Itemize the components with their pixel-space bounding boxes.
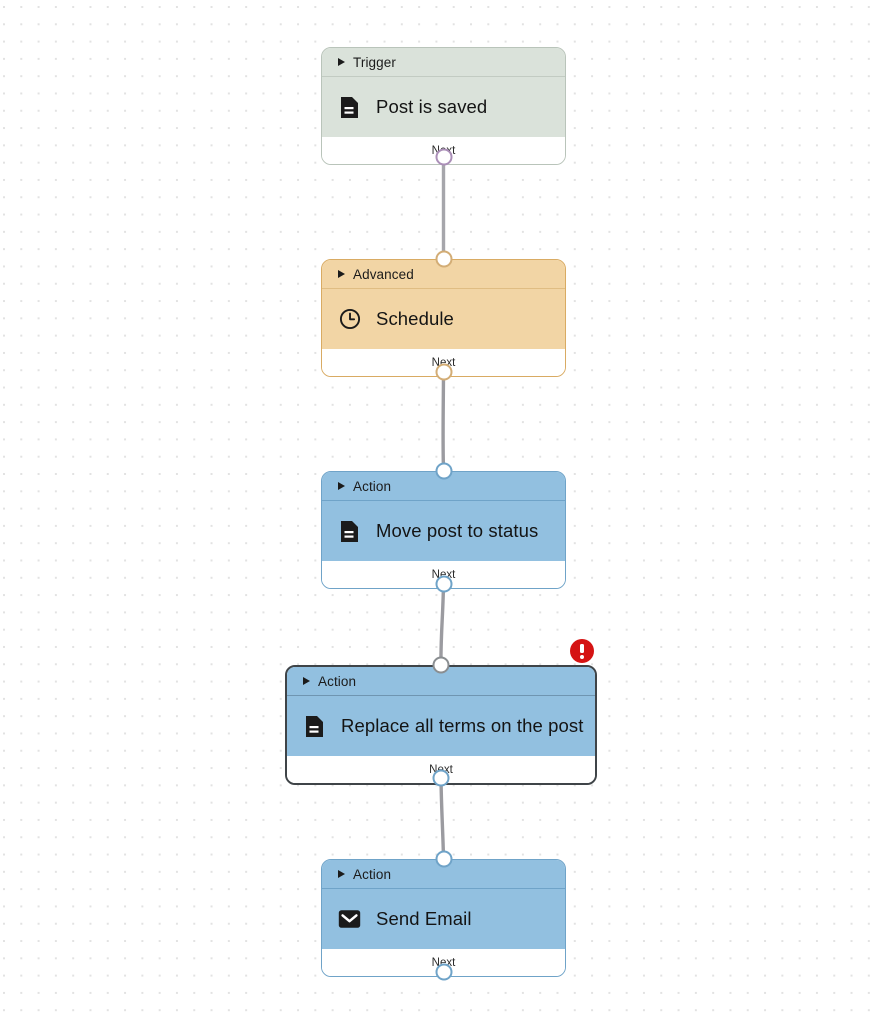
clock-icon [338,308,361,331]
node-body[interactable]: Schedule [322,289,565,349]
node-title: Move post to status [376,520,539,541]
node-divider [322,500,565,501]
node-kind-label: Action [353,478,392,494]
input-port-action-send-email[interactable] [435,850,452,868]
workflow-node-action-send-email[interactable]: Action Send Email Next [321,859,566,977]
error-badge[interactable] [570,639,594,663]
workflow-node-action-move-post-to-status[interactable]: Action Move post to status Next [321,471,566,589]
workflow-node-action-replace-all-terms-on-the-post[interactable]: Action Replace all terms on the post Nex… [285,665,597,785]
node-body[interactable]: Send Email [322,889,565,949]
chevron-right-icon[interactable] [338,270,345,278]
node-title: Schedule [376,308,454,329]
document-icon [303,715,326,738]
output-port-action-move-post-to-status[interactable] [435,575,452,593]
node-divider [322,76,565,77]
input-port-action-move-post-to-status[interactable] [435,462,452,480]
node-divider [322,888,565,889]
node-divider [322,288,565,289]
envelope-icon [338,908,361,931]
node-divider [287,695,595,696]
output-port-action-replace-all-terms-on-the-post[interactable] [432,769,450,787]
node-header[interactable]: Action [322,860,565,888]
node-kind-label: Action [318,673,357,689]
node-title: Post is saved [376,96,488,117]
node-header[interactable]: Trigger [322,48,565,76]
workflow-node-advanced-schedule[interactable]: Advanced Schedule Next [321,259,566,377]
node-kind-label: Advanced [353,266,414,282]
input-port-action-replace-all-terms-on-the-post[interactable] [432,656,450,674]
node-kind-label: Trigger [353,54,396,70]
node-title: Send Email [376,908,472,929]
output-port-trigger-post-is-saved[interactable] [435,148,452,166]
node-kind-label: Action [353,866,392,882]
document-icon [338,520,361,543]
input-port-advanced-schedule[interactable] [435,250,452,268]
node-title: Replace all terms on the post [341,715,584,736]
chevron-right-icon[interactable] [338,870,345,878]
node-body[interactable]: Post is saved [322,77,565,137]
edge-move-post-to-replace-terms [439,578,446,666]
node-body[interactable]: Replace all terms on the post [287,696,595,756]
workflow-node-trigger-post-is-saved[interactable]: Trigger Post is saved Next [321,47,566,165]
exclamation-icon [580,643,584,659]
chevron-right-icon[interactable] [338,482,345,490]
chevron-right-icon[interactable] [303,677,310,685]
chevron-right-icon[interactable] [338,58,345,66]
node-body[interactable]: Move post to status [322,501,565,561]
edge-replace-terms-to-send-email [439,772,446,861]
document-icon [338,96,361,119]
output-port-action-send-email[interactable] [435,963,452,981]
output-port-advanced-schedule[interactable] [435,363,452,381]
